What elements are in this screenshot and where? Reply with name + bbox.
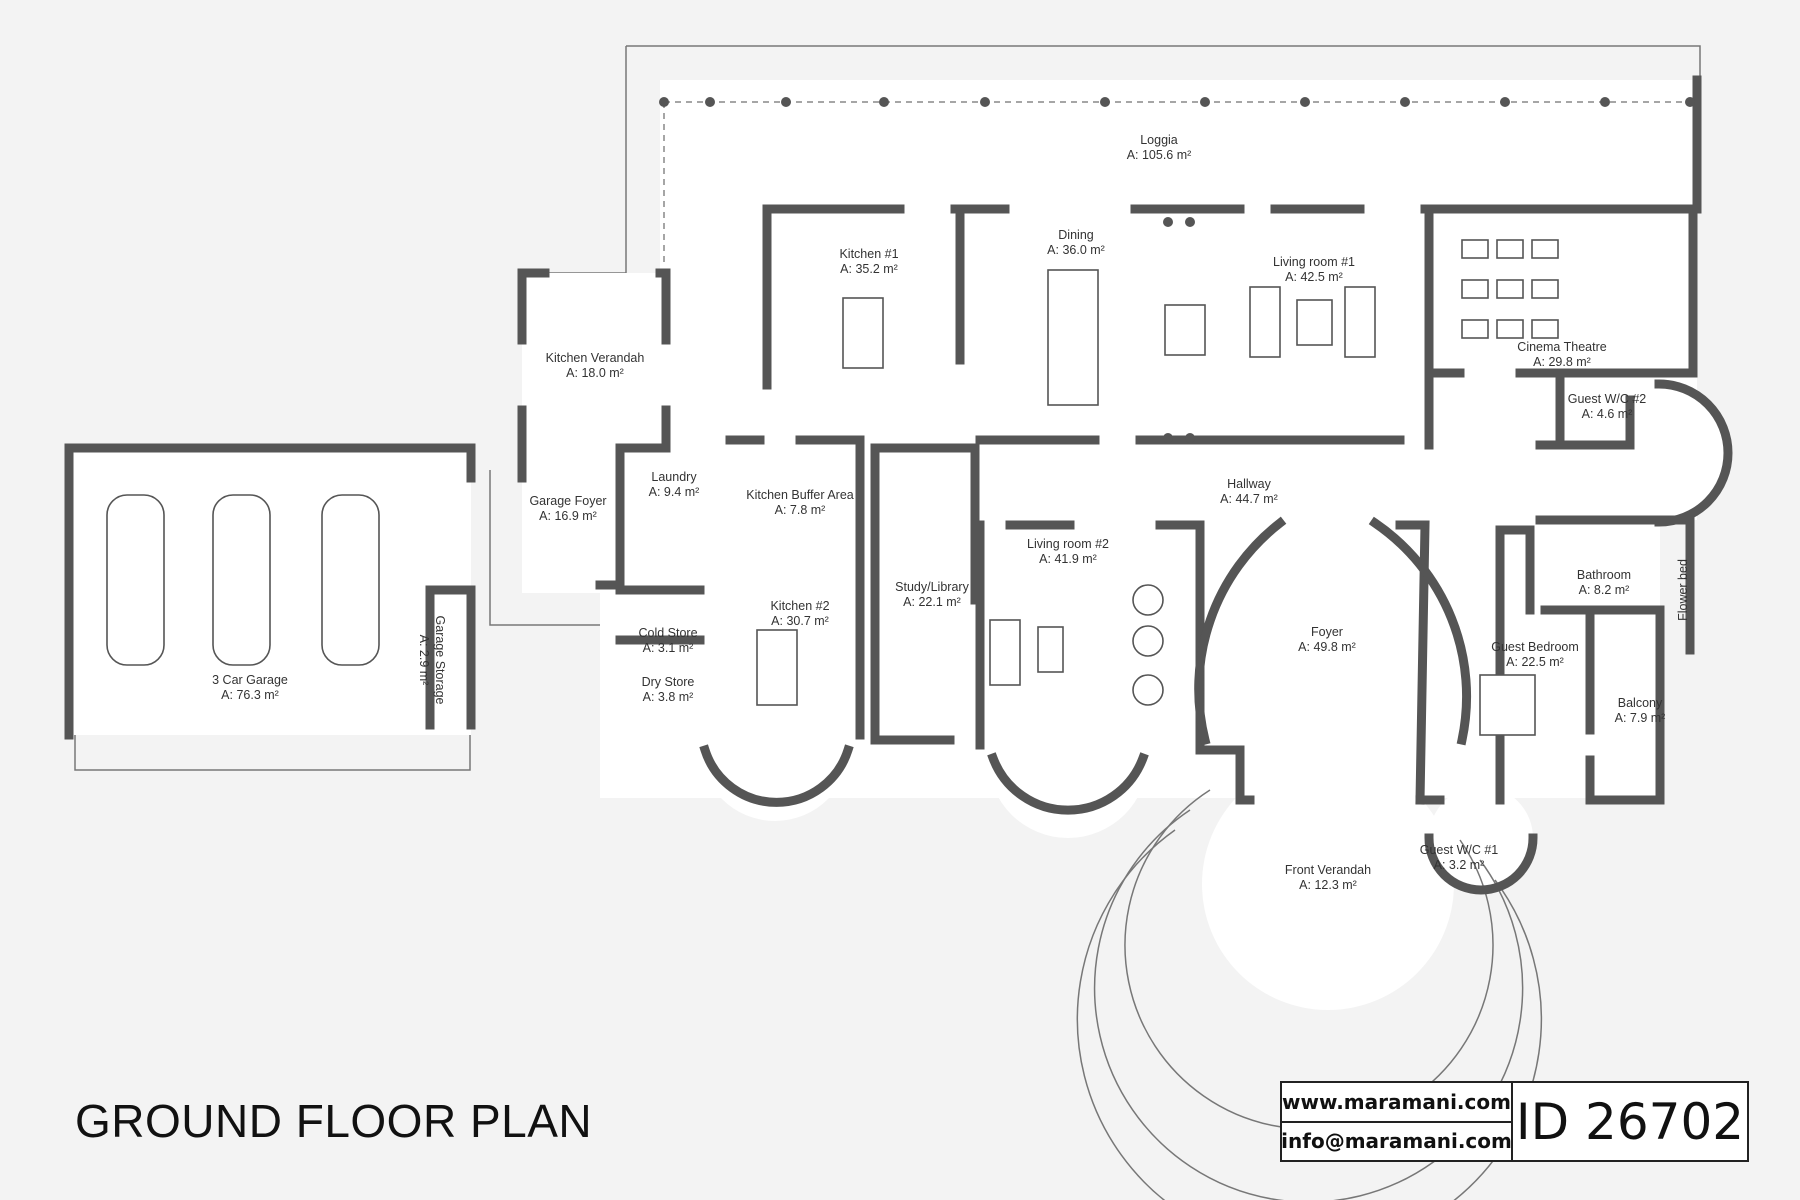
room-name: Guest W/C #1 bbox=[1420, 843, 1499, 857]
dining-table bbox=[1047, 269, 1099, 406]
room-area: A: 7.8 m² bbox=[775, 503, 826, 517]
fireplace bbox=[1164, 304, 1206, 356]
room-name: Foyer bbox=[1311, 625, 1343, 639]
room-name: Bathroom bbox=[1577, 568, 1631, 582]
room-area: A: 3.1 m² bbox=[643, 641, 694, 655]
room-label: Living room #1A: 42.5 m² bbox=[1273, 255, 1355, 284]
car-icon bbox=[212, 494, 271, 666]
garage-storage-area: A: 2.9 m² bbox=[417, 635, 431, 686]
room-area: A: 76.3 m² bbox=[221, 688, 279, 702]
room-name: Kitchen #2 bbox=[770, 599, 829, 613]
room-area: A: 18.0 m² bbox=[566, 366, 624, 380]
room-name: Living room #1 bbox=[1273, 255, 1355, 269]
car-icon bbox=[321, 494, 380, 666]
room-name: Laundry bbox=[651, 470, 697, 484]
room-area: A: 9.4 m² bbox=[649, 485, 700, 499]
room-name: Kitchen Buffer Area bbox=[746, 488, 854, 502]
room-area: A: 22.5 m² bbox=[1506, 655, 1564, 669]
room-label: Kitchen #1A: 35.2 m² bbox=[839, 247, 898, 276]
room-name: Balcony bbox=[1618, 696, 1663, 710]
room-area: A: 4.6 m² bbox=[1582, 407, 1633, 421]
room-name: Kitchen Verandah bbox=[546, 351, 645, 365]
flower-bed-label: Flower bed bbox=[1676, 559, 1690, 621]
room-area: A: 29.8 m² bbox=[1533, 355, 1591, 369]
room-name: Living room #2 bbox=[1027, 537, 1109, 551]
room-name: Hallway bbox=[1227, 477, 1272, 491]
room-name: Cold Store bbox=[638, 626, 697, 640]
sofa bbox=[1249, 286, 1281, 358]
room-area: A: 3.2 m² bbox=[1434, 858, 1485, 872]
kitchen-island bbox=[842, 297, 884, 369]
contact-box: www.maramani.com info@maramani.com ID 26… bbox=[1280, 1081, 1749, 1162]
sofa bbox=[1344, 286, 1376, 358]
room-name: Cinema Theatre bbox=[1517, 340, 1606, 354]
room-area: A: 3.8 m² bbox=[643, 690, 694, 704]
room-name: Dining bbox=[1058, 228, 1093, 242]
room-name: Loggia bbox=[1140, 133, 1178, 147]
room-name: Study/Library bbox=[895, 580, 969, 594]
room-area: A: 16.9 m² bbox=[539, 509, 597, 523]
room-name: Guest Bedroom bbox=[1491, 640, 1579, 654]
plan-id: ID 26702 bbox=[1515, 1092, 1745, 1151]
coffee-table bbox=[1296, 299, 1333, 346]
kitchen-island bbox=[756, 629, 798, 706]
room-area: A: 8.2 m² bbox=[1579, 583, 1630, 597]
room-area: A: 30.7 m² bbox=[771, 614, 829, 628]
floor-areas bbox=[69, 80, 1728, 1010]
room-name: 3 Car Garage bbox=[212, 673, 288, 687]
garage-storage-label: Garage Storage bbox=[433, 616, 447, 705]
verandah-steps bbox=[1076, 789, 1543, 1200]
plan-title: GROUND FLOOR PLAN bbox=[75, 1095, 593, 1147]
email-text: info@maramani.com bbox=[1281, 1129, 1512, 1154]
room-name: Dry Store bbox=[642, 675, 695, 689]
room-label: Kitchen #2A: 30.7 m² bbox=[770, 599, 829, 628]
room-label: Living room #2A: 41.9 m² bbox=[1027, 537, 1109, 566]
car-icon bbox=[106, 494, 165, 666]
furniture bbox=[756, 239, 1559, 736]
room-area: A: 42.5 m² bbox=[1285, 270, 1343, 284]
room-area: A: 44.7 m² bbox=[1220, 492, 1278, 506]
cars bbox=[106, 494, 380, 666]
room-name: Kitchen #1 bbox=[839, 247, 898, 261]
room-label: Guest W/C #2A: 4.6 m² bbox=[1568, 392, 1647, 421]
loggia-edge bbox=[663, 101, 1690, 262]
sofa bbox=[989, 619, 1021, 686]
room-area: A: 49.8 m² bbox=[1298, 640, 1356, 654]
coffee-table bbox=[1037, 626, 1064, 673]
room-area: A: 12.3 m² bbox=[1299, 878, 1357, 892]
room-area: A: 22.1 m² bbox=[903, 595, 961, 609]
room-name: Guest W/C #2 bbox=[1568, 392, 1647, 406]
room-area: A: 35.2 m² bbox=[840, 262, 898, 276]
room-name: Front Verandah bbox=[1285, 863, 1371, 877]
room-area: A: 41.9 m² bbox=[1039, 552, 1097, 566]
bed bbox=[1479, 674, 1536, 736]
walls bbox=[64, 75, 1733, 895]
room-label: Guest W/C #1A: 3.2 m² bbox=[1420, 843, 1499, 872]
room-area: A: 36.0 m² bbox=[1047, 243, 1105, 257]
room-area: A: 105.6 m² bbox=[1127, 148, 1192, 162]
room-area: A: 7.9 m² bbox=[1615, 711, 1666, 725]
columns bbox=[659, 97, 1695, 443]
room-name: Garage Foyer bbox=[529, 494, 606, 508]
website-text: www.maramani.com bbox=[1282, 1083, 1511, 1123]
